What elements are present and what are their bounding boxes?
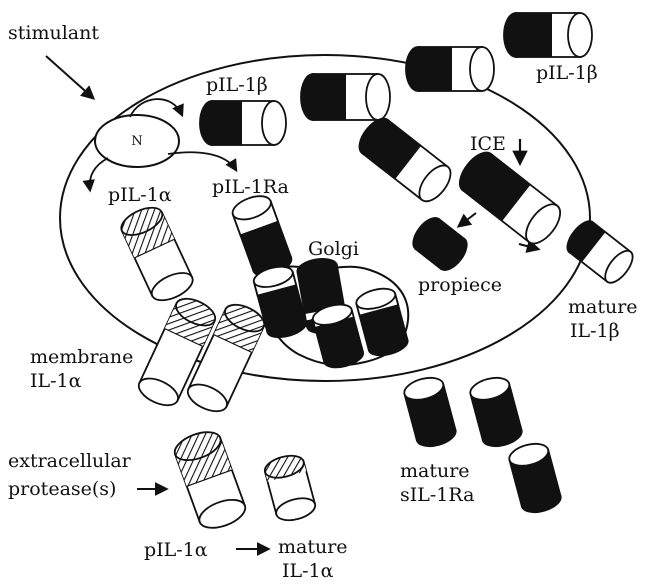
mature-sil1ra-cylinder-2 — [468, 374, 524, 450]
pil1b-cylinder-3 — [406, 47, 494, 91]
pil1b-cylinder-tilted — [353, 113, 456, 206]
mature-sil1ra-cylinder-3 — [507, 440, 563, 516]
mature-il1b-cylinder — [562, 217, 637, 288]
golgi-cylinder-3 — [311, 301, 366, 371]
label-mature-il1b-line2: IL-1β — [570, 320, 620, 342]
mature-sil1ra-cylinder-1 — [402, 374, 458, 450]
arrow-to-mature-il1b — [519, 244, 538, 249]
extracellular-pil1a-cylinder — [171, 427, 249, 534]
label-nucleus: N — [128, 131, 146, 153]
arrow-to-propiece — [459, 213, 476, 226]
label-pil1a-bottom: pIL-1α — [144, 539, 208, 561]
stimulant-arrow — [46, 56, 93, 98]
label-pil1b-inside: pIL-1β — [206, 74, 268, 96]
label-extracellular-line2: protease(s) — [8, 478, 116, 500]
pil1a-cylinder-inside — [117, 202, 197, 306]
arrow-to-pil1a — [90, 158, 108, 190]
label-pil1b-outside: pIL-1β — [536, 62, 598, 84]
pil1b-cylinder-1 — [200, 101, 286, 145]
pil1b-cylinder-outside — [504, 13, 592, 57]
label-golgi: Golgi — [308, 238, 359, 260]
label-mature-sil1ra-line1: mature — [400, 460, 470, 482]
label-propiece: propiece — [418, 274, 502, 296]
label-mature-il1b-line1: mature — [568, 296, 638, 318]
label-membrane-line2: IL-1α — [30, 370, 81, 392]
label-membrane-line1: membrane — [30, 346, 133, 368]
label-mature-il1a-line1: mature — [278, 536, 348, 558]
label-ice: ICE — [470, 133, 506, 155]
label-mature-sil1ra-line2: sIL-1Ra — [400, 484, 474, 506]
label-pil1a-inside: pIL-1α — [108, 184, 172, 206]
label-mature-il1a-line2: IL-1α — [282, 560, 333, 582]
mature-il1a-cylinder — [262, 452, 317, 524]
label-stimulant: stimulant — [8, 22, 99, 44]
pil1b-cylinder-2 — [301, 74, 390, 120]
label-extracellular-line1: extracellular — [8, 450, 131, 472]
ice-substrate-cylinder — [453, 147, 566, 250]
label-pil1ra: pIL-1Ra — [212, 176, 289, 198]
arrow-to-pil1ra — [168, 152, 236, 170]
